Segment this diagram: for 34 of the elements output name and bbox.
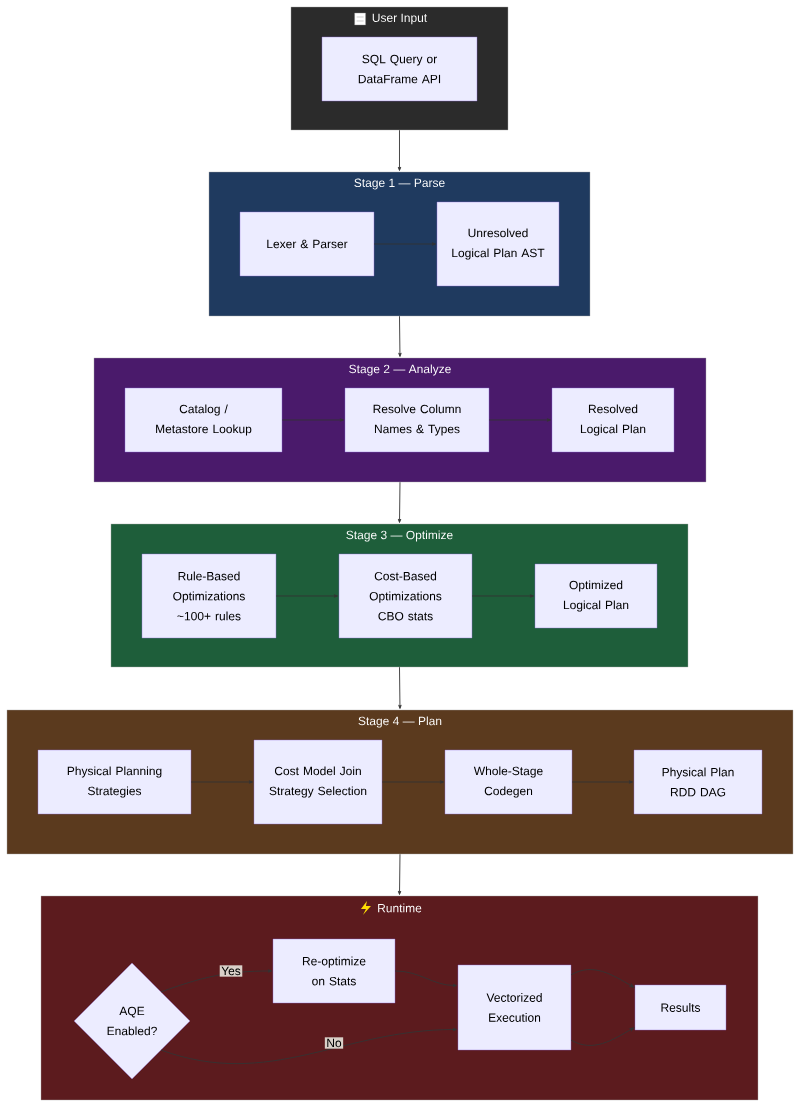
arrow	[397, 129, 402, 171]
group-title: Stage 3 — Optimize	[346, 530, 453, 542]
process-box: Whole-Stage Codegen	[444, 749, 573, 815]
process-box: Lexer & Parser	[239, 211, 375, 277]
arrow	[397, 481, 402, 523]
process-box: Physical Planning Strategies	[37, 749, 192, 815]
arrow	[160, 969, 272, 993]
process-box: Vectorized Execution	[457, 964, 572, 1051]
arrow	[160, 1027, 457, 1065]
process-box: Resolved Logical Plan	[551, 387, 675, 453]
group-title: Stage 4 — Plan	[358, 716, 442, 728]
group-title: User Input	[372, 13, 428, 25]
process-box: Rule-Based Optimizations ~100+ rules	[141, 553, 277, 639]
arrow	[570, 969, 635, 988]
process-box: Resolve Column Names & Types	[344, 387, 490, 453]
process-box: Physical Plan RDD DAG	[633, 749, 763, 815]
process-box: SQL Query or DataFrame API	[321, 36, 478, 102]
process-box: Cost-Based Optimizations CBO stats	[338, 553, 473, 639]
edge-label: Yes	[219, 965, 243, 977]
arrow	[398, 315, 402, 357]
group-title: Stage 2 — Analyze	[349, 364, 451, 376]
edge-label: No	[324, 1037, 344, 1049]
process-box: Results	[634, 984, 727, 1031]
process-box: Optimized Logical Plan	[534, 563, 658, 629]
arrow	[394, 970, 457, 988]
process-box: Catalog / Metastore Lookup	[124, 387, 283, 453]
arrow	[397, 853, 402, 895]
group-title: Runtime	[378, 903, 422, 913]
arrow	[570, 1027, 635, 1046]
process-box: Cost Model Join Strategy Selection	[253, 739, 383, 825]
arrow	[398, 666, 402, 709]
group-title: Stage 1 — Parse	[354, 178, 445, 190]
process-box: Unresolved Logical Plan AST	[436, 201, 560, 287]
process-box: Re-optimize on Stats	[272, 938, 396, 1004]
